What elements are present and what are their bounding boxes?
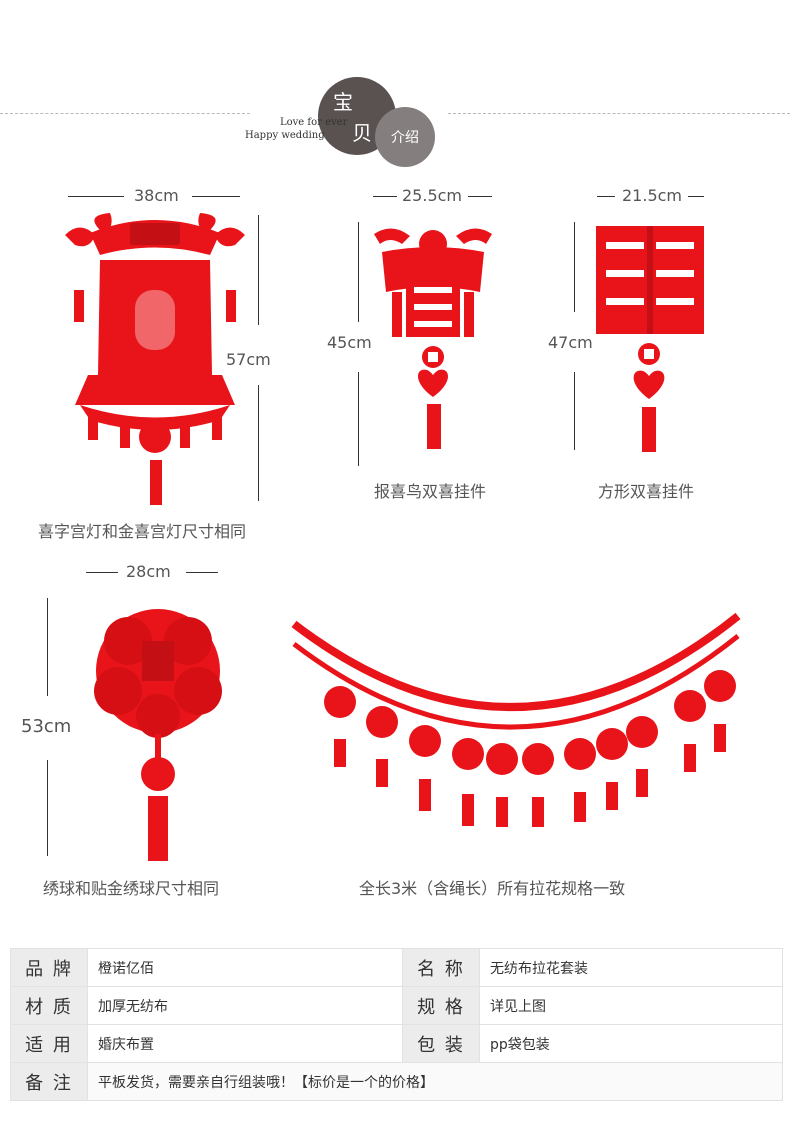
spec-row: 材 质 加厚无纺布 规 格 详见上图 [10,986,783,1025]
lantern-height-line-bottom [258,385,259,501]
ball-width-line-left [86,572,118,573]
lantern-width-line-left [68,196,124,197]
name-value: 无纺布拉花套装 [479,948,783,987]
material-value: 加厚无纺布 [87,986,403,1025]
note-label: 备 注 [10,1062,88,1101]
name-label: 名 称 [402,948,480,987]
spec-row: 品 牌 橙诺亿佰 名 称 无纺布拉花套装 [10,948,783,987]
garland-caption: 全长3米（含绳长）所有拉花规格一致 [359,879,626,898]
size-label: 规 格 [402,986,480,1025]
spec-table: 品 牌 橙诺亿佰 名 称 无纺布拉花套装 材 质 加厚无纺布 规 格 详见上图 … [10,948,783,1101]
header-divider-right [448,113,790,114]
note-value: 平板发货，需要亲自行组装哦！【标价是一个的价格】 [87,1062,783,1101]
tagline-1: Love for ever [280,117,348,128]
ball-height-line-top [47,598,48,696]
package-label: 包 装 [402,1024,480,1063]
spec-row-note: 备 注 平板发货，需要亲自行组装哦！【标价是一个的价格】 [10,1062,783,1101]
spec-row: 适 用 婚庆布置 包 装 pp袋包装 [10,1024,783,1063]
usage-label: 适 用 [10,1024,88,1063]
bird-caption: 报喜鸟双喜挂件 [374,482,487,501]
square-height-line-bottom [574,372,575,450]
bird-height: 45cm [327,333,372,352]
badge-text: 介绍 [391,130,419,146]
lantern-height-line-top [258,215,259,325]
brand-label: 品 牌 [10,948,88,987]
ball-height-line-bottom [47,760,48,856]
square-height-line-top [574,222,575,312]
size-value: 详见上图 [479,986,783,1025]
material-label: 材 质 [10,986,88,1025]
garland-image [291,612,741,827]
square-width-line-right [688,196,704,197]
ball-height: 53cm [21,716,72,737]
title-char-1: 宝 [333,90,353,114]
square-double-happiness-pendant-image [596,226,704,452]
lantern-width-line-right [192,196,240,197]
brand-value: 橙诺亿佰 [87,948,403,987]
palace-lantern-image [65,213,245,505]
square-caption: 方形双喜挂件 [598,482,695,501]
header-divider-left [0,113,250,114]
bird-width-line-right [468,196,492,197]
bird-width: 25.5cm [402,186,463,205]
ball-width-line-right [186,572,218,573]
lantern-caption: 喜字宫灯和金喜宫灯尺寸相同 [38,522,247,541]
bird-double-happiness-pendant-image [374,228,492,449]
usage-value: 婚庆布置 [87,1024,403,1063]
badge-circle: 介绍 [375,107,435,167]
bird-width-line-left [373,196,397,197]
square-width: 21.5cm [622,186,683,205]
square-height: 47cm [548,333,593,352]
square-width-line-left [597,196,615,197]
ball-width: 28cm [126,562,171,581]
lantern-height: 57cm [226,350,271,369]
hydrangea-ball-image [94,609,222,861]
title-char-2: 贝 [352,121,372,145]
bird-height-line-top [358,222,359,322]
tagline-2: Happy wedding [245,130,325,141]
bird-height-line-bottom [358,372,359,466]
lantern-width: 38cm [134,186,179,205]
ball-caption: 绣球和贴金绣球尺寸相同 [43,879,220,898]
package-value: pp袋包装 [479,1024,783,1063]
